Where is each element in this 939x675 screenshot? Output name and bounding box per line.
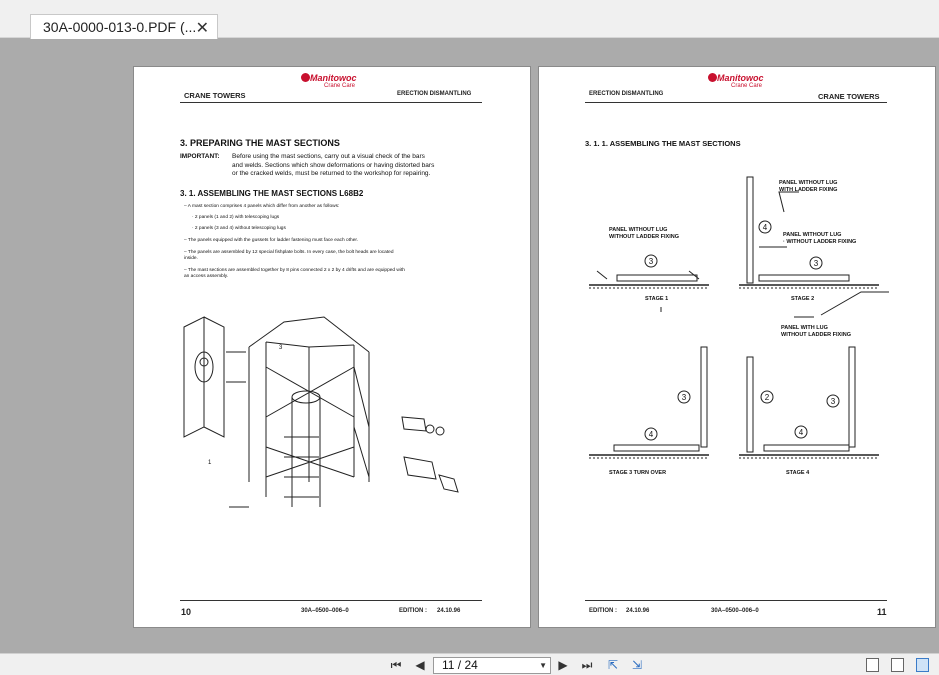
doc-code-left: 30A–0500–006–0 — [301, 608, 349, 614]
edition-label-left: EDITION : — [399, 608, 427, 614]
circled-3-stage3: 3 — [682, 393, 687, 402]
bullet-4: – The panels equipped with the gussets f… — [184, 238, 359, 243]
important-label: IMPORTANT: — [180, 153, 220, 160]
first-page-icon[interactable]: ⏮ — [390, 658, 402, 672]
close-tab-icon[interactable]: ✕ — [195, 20, 209, 37]
edition-date-right: 24.10.96 — [626, 608, 650, 614]
mast-section-drawing: 1 2 3 4 — [183, 316, 459, 508]
single-page-view-icon[interactable] — [866, 658, 879, 672]
page-11: ERECTION DISMANTLING Manitowoc Crane Car… — [538, 66, 936, 628]
left-header-section: ERECTION DISMANTLING — [397, 91, 472, 97]
document-tab-title: 30A-0000-013-0.PDF (... — [43, 19, 197, 35]
circled-3-stage1: 3 — [649, 257, 654, 266]
document-tab[interactable]: 30A-0000-013-0.PDF (... ✕ — [30, 14, 218, 39]
circled-3-stage2: 3 — [814, 259, 819, 268]
callout-1: 1 — [208, 460, 212, 466]
manitowoc-logo-icon-right — [708, 73, 717, 82]
bullet-1: – A mast section comprises 4 panels whic… — [184, 204, 340, 209]
circled-3-stage4: 3 — [831, 397, 836, 406]
edition-date-left: 24.10.96 — [437, 608, 461, 614]
stage-2-label: STAGE 2 — [791, 296, 815, 302]
back-view-icon[interactable]: ⇱ — [607, 658, 619, 672]
document-viewport[interactable]: CRANE TOWERS Manitowoc Crane Care ERECTI… — [0, 39, 939, 653]
edition-label-right: EDITION : — [589, 608, 617, 614]
two-page-view-icon[interactable] — [916, 658, 929, 672]
important-line-3: or the cracked welds, must be returned t… — [232, 170, 431, 177]
right-header-section: ERECTION DISMANTLING — [589, 91, 664, 97]
bullet-2: · 2 panels (1 and 2) with telescoping lu… — [192, 215, 280, 220]
bullet-6b: an access assembly. — [184, 274, 229, 279]
stage-3-label: STAGE 3 TURN OVER — [609, 470, 667, 476]
right-header-title: CRANE TOWERS — [818, 92, 880, 101]
forward-view-icon[interactable]: ⇲ — [631, 658, 643, 672]
manitowoc-logo-right: Manitowoc Crane Care — [708, 73, 777, 99]
header-rule — [180, 102, 482, 103]
last-page-icon[interactable]: ⏭ — [581, 658, 593, 672]
header-rule-right — [585, 102, 887, 103]
circled-4-stage4: 4 — [799, 428, 804, 437]
footer-rule-right — [585, 600, 887, 601]
bullet-6: – The mast sections are assembled togeth… — [184, 268, 405, 273]
page-number-left: 10 — [181, 607, 192, 617]
page-number-select[interactable]: 11 / 24 ▼ — [433, 657, 551, 674]
bullet-3: · 2 panels (3 and 4) without telescoping… — [192, 226, 286, 231]
navigation-toolbar: ⏮ ◀ 11 / 24 ▼ ▶ ⏭ ⇱ ⇲ — [0, 653, 939, 675]
callout-3: 3 — [279, 345, 283, 351]
important-line-1: Before using the mast sections, carry ou… — [232, 153, 425, 160]
stage-4-label: STAGE 4 — [786, 470, 810, 476]
manitowoc-logo-icon — [301, 73, 310, 82]
chevron-down-icon: ▼ — [539, 661, 547, 670]
page-number-right: 11 — [877, 607, 887, 617]
doc-code-right: 30A–0500–006–0 — [711, 608, 759, 614]
circled-4-stage2: 4 — [763, 223, 768, 232]
stage-1-label: STAGE 1 — [645, 296, 669, 302]
manitowoc-logo: Manitowoc Crane Care — [301, 73, 370, 99]
next-page-icon[interactable]: ▶ — [558, 658, 568, 672]
footer-rule — [180, 600, 482, 601]
right-subsection-title: 3. 1. 1. ASSEMBLING THE MAST SECTIONS — [585, 139, 741, 148]
bullet-5: – The panels are assembled by 12 special… — [184, 250, 394, 255]
continuous-view-icon[interactable] — [891, 658, 904, 672]
left-header-title: CRANE TOWERS — [184, 91, 246, 100]
tab-bar: 30A-0000-013-0.PDF (... ✕ — [0, 0, 939, 39]
previous-page-icon[interactable]: ◀ — [415, 658, 425, 672]
assembly-stage-diagrams: 3 4 3 3 4 2 4 3 — [589, 176, 889, 459]
page-number-value: 11 / 24 — [442, 658, 478, 672]
important-line-2: and welds. Sections which show deformati… — [232, 161, 435, 169]
circled-4-stage3: 4 — [649, 430, 654, 439]
section-title: 3. PREPARING THE MAST SECTIONS — [180, 138, 340, 148]
page-10: CRANE TOWERS Manitowoc Crane Care ERECTI… — [133, 66, 531, 628]
bullet-5b: inside. — [184, 256, 198, 261]
circled-2-stage4: 2 — [765, 393, 770, 402]
subsection-title: 3. 1. ASSEMBLING THE MAST SECTIONS L68B2 — [180, 189, 364, 198]
label-panel-without-lug-without-ladder-2: PANEL WITHOUT LUG· WITHOUT LADDER FIXING — [783, 232, 857, 245]
